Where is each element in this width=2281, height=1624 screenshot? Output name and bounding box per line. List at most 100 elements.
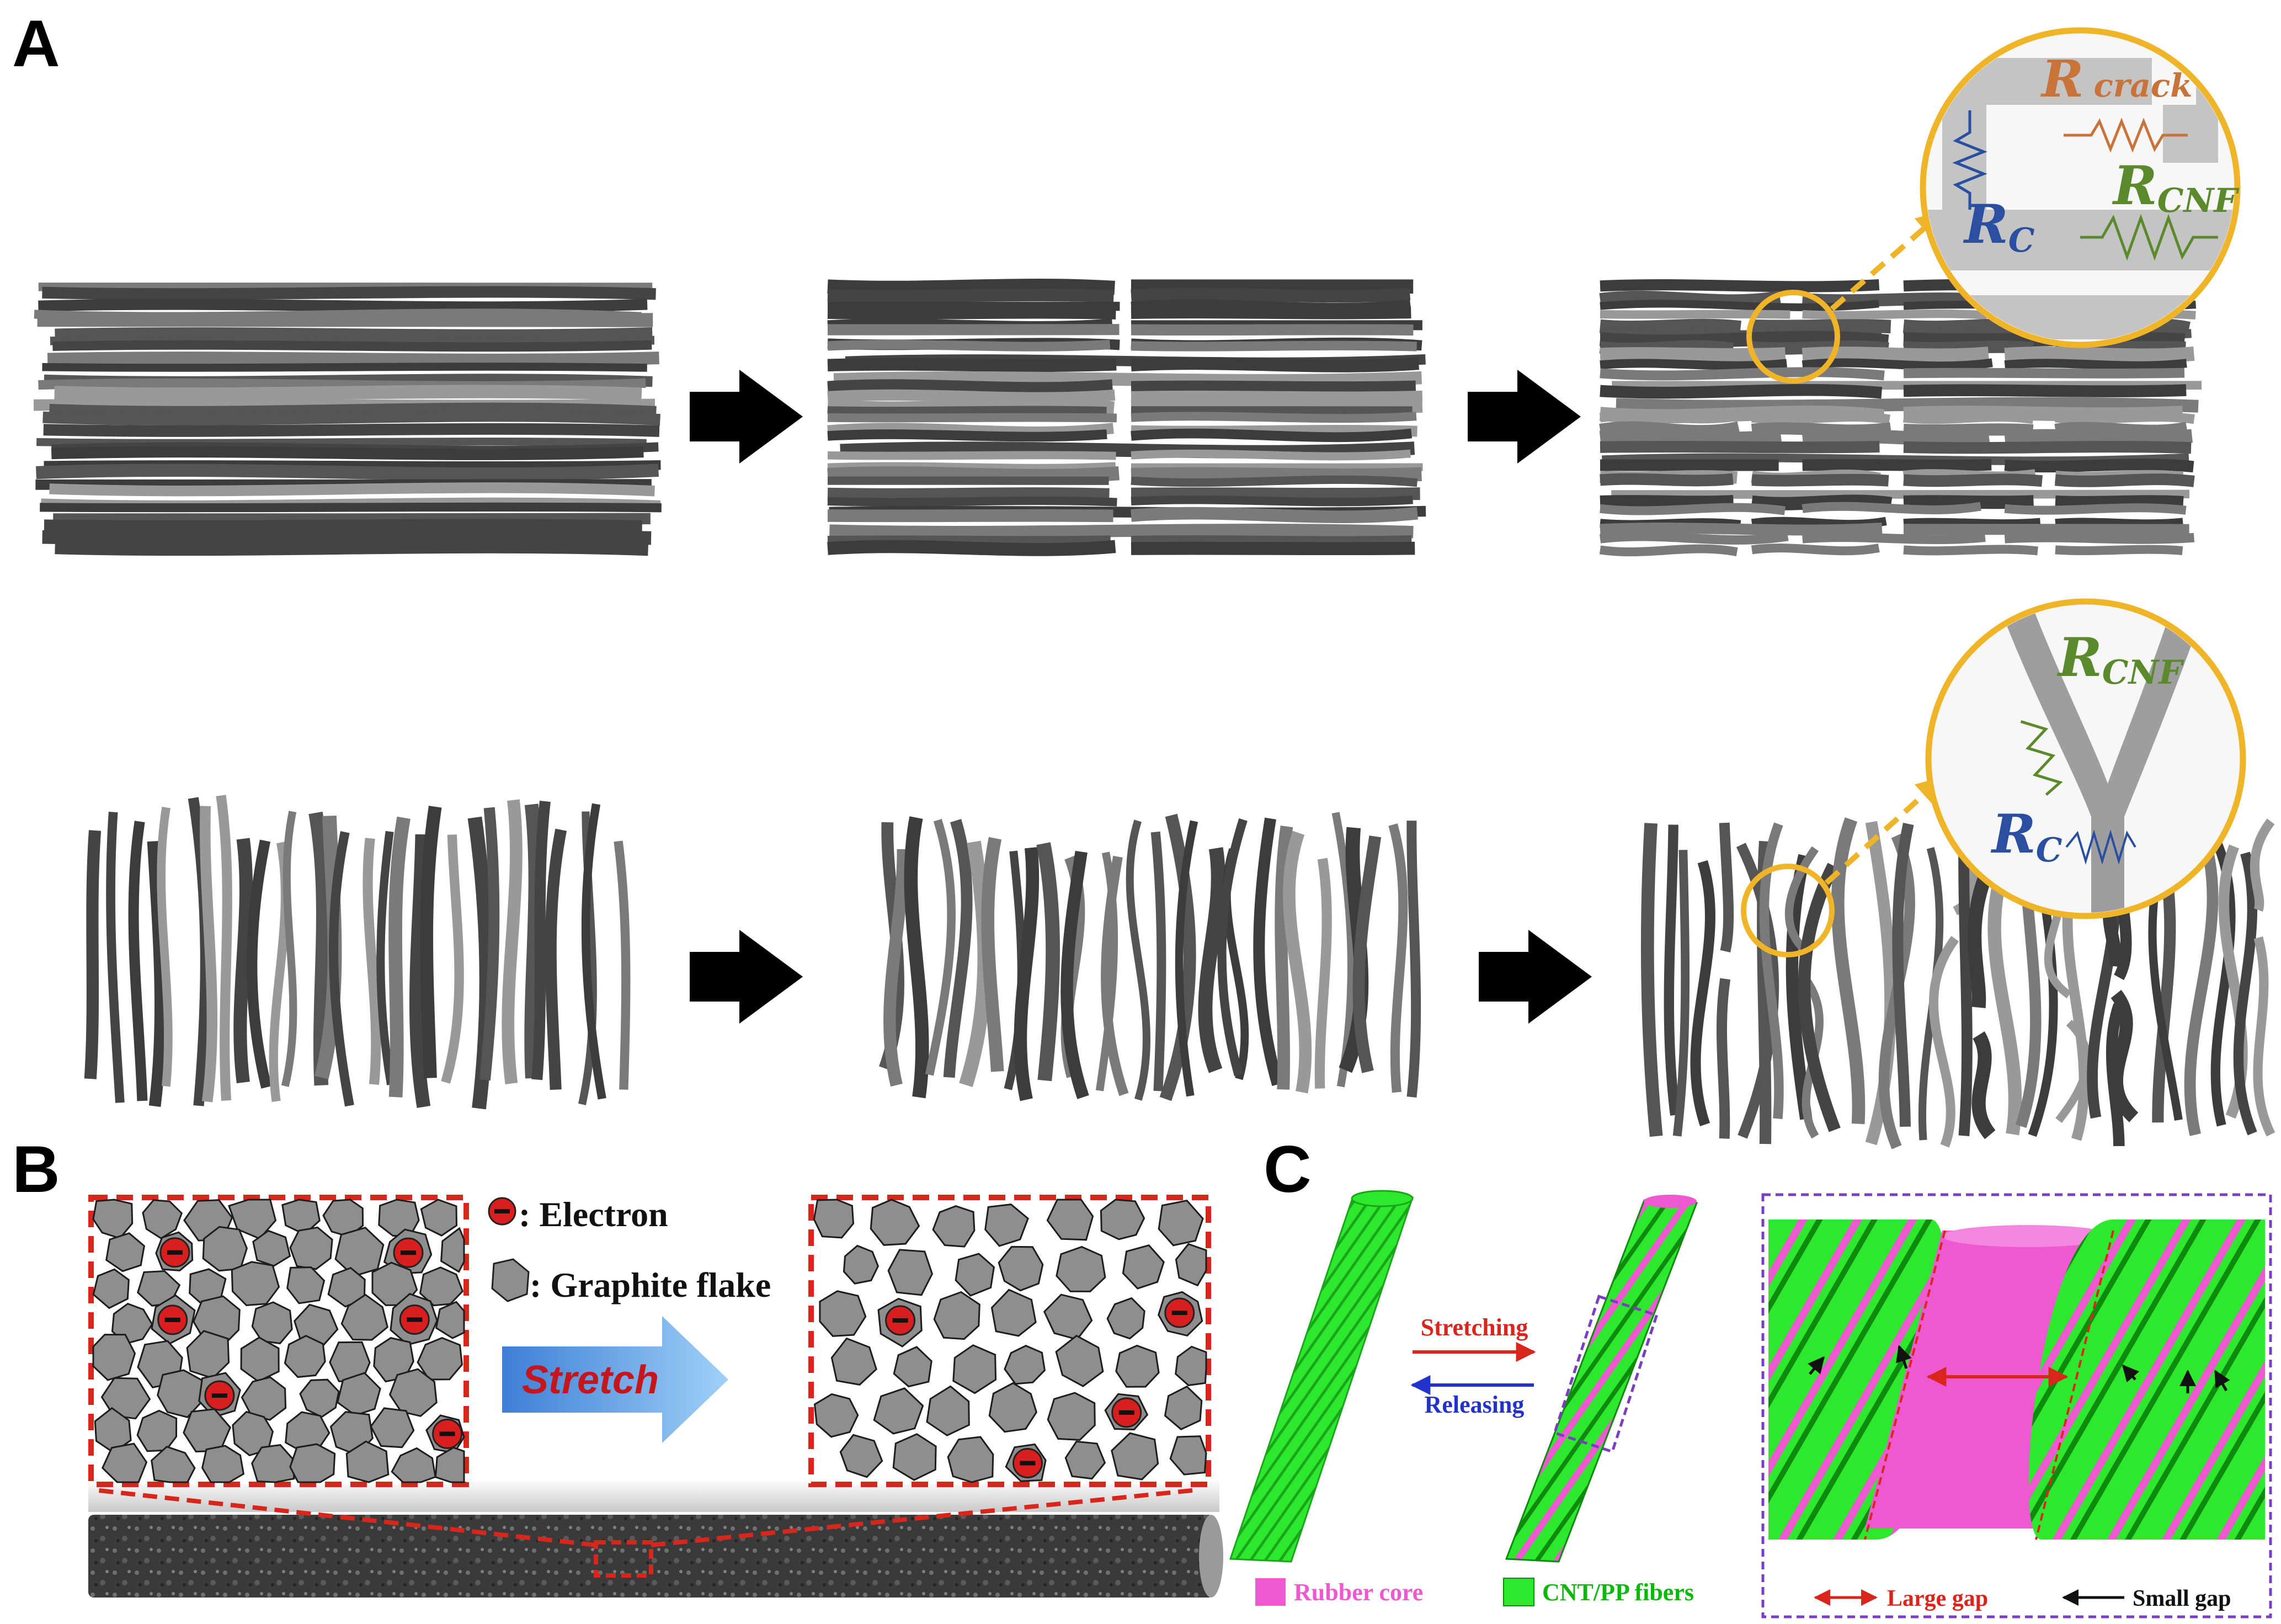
cnf-fiber [1600,440,1880,454]
cnf-fiber [1131,507,1419,523]
graphite-flake [1047,1392,1096,1441]
cnf-fiber [1987,858,2022,1136]
graphite-flake [1164,1385,1203,1430]
cnf-fiber [42,286,656,300]
cnf-fiber [1802,309,1987,320]
cnf-fiber [1599,429,1782,446]
highlight-circle [1746,290,1840,384]
cnf-fiber [827,451,1116,460]
graphite-flake [990,1288,1037,1337]
cnf-fiber [1600,300,1879,311]
legend-rubber-label: Rubber core [1294,1579,1423,1606]
cnf-fiber [1131,390,1423,403]
cnf-fiber [1198,847,1225,1073]
cnf-fiber [1903,518,2041,528]
electron-sign [892,1318,908,1323]
cnf-fiber [1131,467,1422,483]
cnf-fiber [827,540,1116,556]
cnf-fiber [1599,421,1740,438]
cnf-fiber [1131,475,1418,487]
stretch-arrow: Stretch [502,1316,728,1443]
cnf-fiber [904,816,929,1099]
cnf-fiber [1690,860,1715,1126]
graphite-flake [420,1199,458,1237]
cnf-fiber [827,339,1111,352]
cnf-fiber [1014,847,1040,1101]
cnf-fiber [827,379,1113,394]
cnf-fiber [2055,518,2184,528]
graphite-flake [1046,1199,1094,1241]
legend-electron-label: : Electron [519,1195,668,1234]
graphite-flake [251,1444,295,1483]
cnf-fiber [2055,495,2184,510]
cnf-fiber [1903,340,2034,355]
cnf-fiber [827,487,1110,501]
cnf-fiber [1968,862,1997,1008]
cnf-fiber [1802,347,1989,363]
zoom-dashed-arrow [1830,210,1944,311]
arrow-right-icon [690,930,803,1024]
cnf-fiber [1903,524,2189,535]
cnf-fiber [55,327,653,338]
graphite-flake [1115,1344,1160,1388]
cnf-fiber [216,795,232,1101]
cnf-fiber [545,828,567,1090]
electron-sign [167,1250,183,1255]
cnf-fiber [200,806,218,1103]
graphite-flake [1175,1345,1207,1387]
cnf-fiber [1599,331,1889,349]
legend-electron: : Electron [488,1195,668,1234]
small-gap-arrow [2214,1370,2230,1392]
cnf-fiber [1786,854,1813,1120]
cnf-fiber [1751,319,1891,334]
graphite-flake [830,1337,877,1386]
graphite-flake [151,1445,196,1483]
cnf-fiber [1253,817,1283,1087]
graphite-flake [299,1378,340,1418]
graphite-flake [1106,1297,1145,1340]
graphite-flake [813,1199,855,1239]
cnf-fiber [1600,347,1786,363]
small-gap-arrow [2122,1364,2140,1383]
cnf-fiber [883,849,909,1087]
panel-letter-a: A [12,7,60,81]
fiber-bundle-horizontal-partial-crack [827,278,1426,556]
cnf-fiber [1159,813,1196,1101]
cnf-fiber [1217,818,1248,1077]
zoom-box-coil: Large gap Small gap [1761,1193,2272,1618]
graphite-flake [1122,1244,1165,1290]
small-gap-arrow [1808,1356,1825,1375]
cnf-fiber [1131,306,1411,320]
cnf-fiber [54,385,642,401]
electron-sign [400,1250,416,1255]
cnf-fiber [479,807,500,1081]
legend-flake: : Graphite flake [491,1258,771,1304]
cnf-fiber [84,830,102,1079]
graphite-flake [327,1266,366,1308]
cnf-fiber [1759,822,1784,1120]
fiber-bundle-horizontal-intact [33,283,662,556]
cnf-fiber [2004,459,2194,473]
graphite-flake [1004,1345,1046,1385]
cnf-fiber [55,542,648,556]
arrow-right-icon [690,370,803,464]
cnf-fiber [1751,412,1891,424]
stretch-label: Stretch [522,1358,659,1402]
cnf-fiber [40,502,662,513]
cnf-fiber [49,402,657,419]
cnf-fiber [827,406,1107,415]
graphite-flake [1064,1440,1106,1480]
graphite-flake [417,1337,463,1381]
legend-rubber-swatch [1255,1578,1286,1606]
graphite-flake [988,1382,1038,1433]
graphite-flake [231,1261,280,1307]
highlight-circle [1741,864,1835,957]
legend-cnt-label: CNT/PP fibers [1542,1579,1694,1606]
cnf-fiber [42,363,647,372]
cnf-fiber [106,811,125,1103]
graphite-flake [434,1446,465,1483]
cnf-fiber [943,819,973,1078]
cnf-fiber [827,324,1120,336]
